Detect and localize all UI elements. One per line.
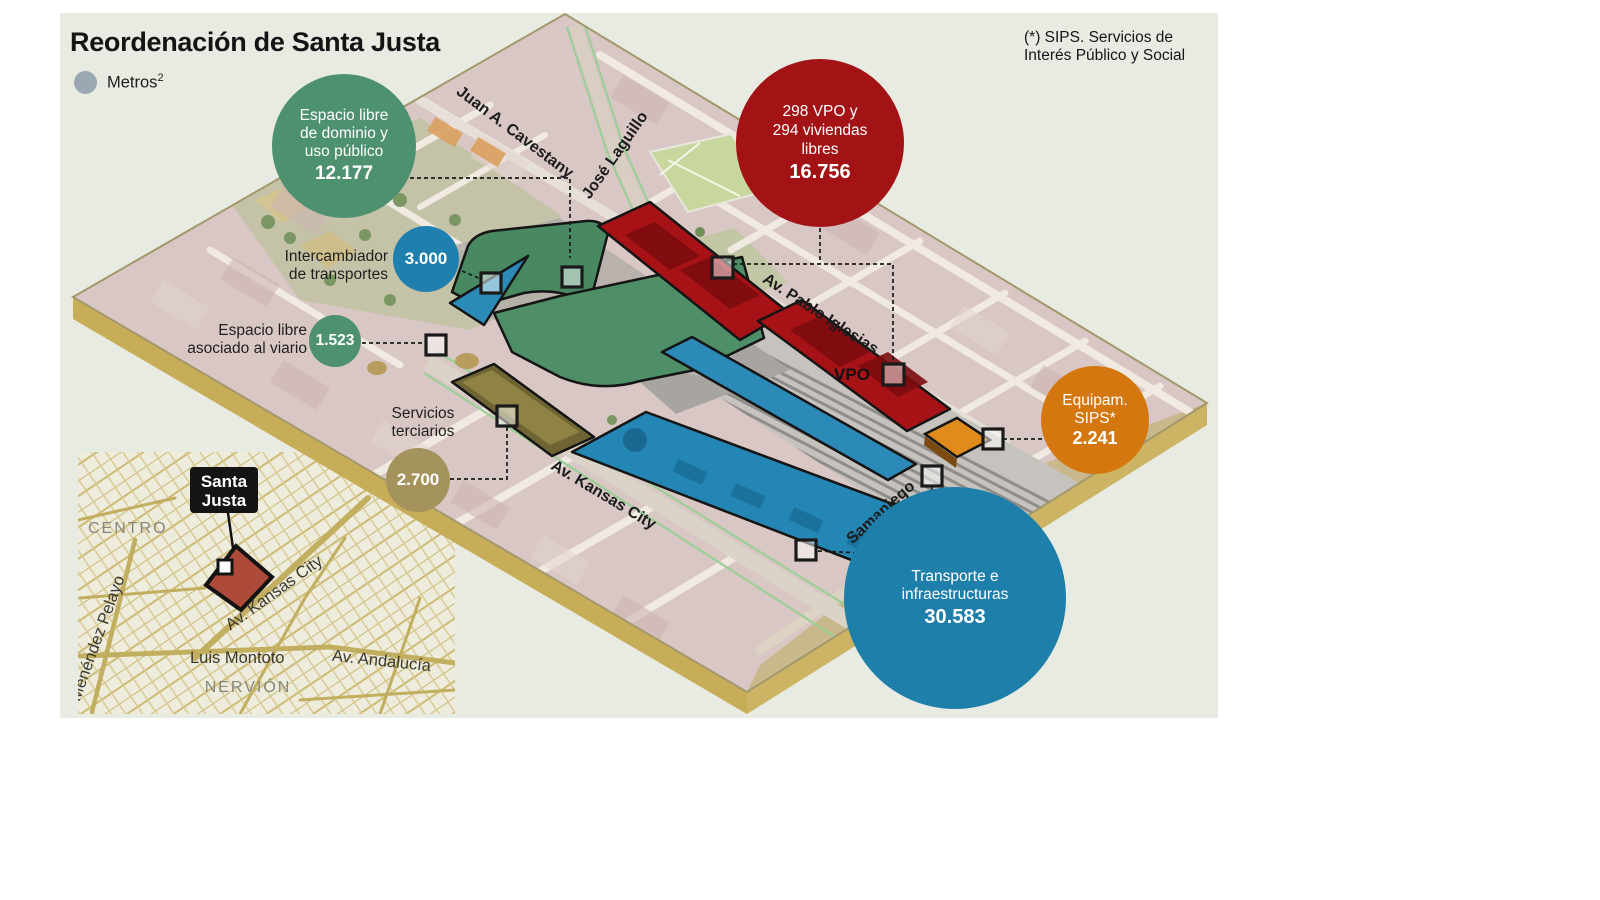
label-intercambiador: Intercambiador de transportes <box>284 248 388 283</box>
label-servicios-terciarios: Servicios terciarios <box>391 405 455 440</box>
badge-line1: Santa <box>201 472 248 491</box>
legend-label: Metros2 <box>107 72 164 92</box>
santa-justa-badge <box>190 467 258 513</box>
value-espacio-publico: 12.177 <box>314 163 374 184</box>
road-cavestany <box>415 95 653 243</box>
value-transporte: 30.583 <box>924 605 986 628</box>
square-markers <box>424 255 1005 562</box>
zone-rail-strip <box>660 335 918 482</box>
footnote-sips: (*) SIPS. Servicios de Interés Público y… <box>1024 29 1186 64</box>
value-terciarios: 2.700 <box>396 470 440 489</box>
badge-line2: Justa <box>202 491 247 510</box>
value-viario: 1.523 <box>315 332 355 349</box>
bubble-transporte: Transporte e infraestructuras 30.583 <box>844 487 1066 709</box>
map-plane-outline <box>71 12 1209 694</box>
label-espacio-viario: Espacio libre asociado al viario <box>187 322 307 357</box>
legend: Metros2 <box>74 71 164 94</box>
legend-circle-icon <box>74 71 97 94</box>
inset-district-centro: CENTRO <box>88 520 168 537</box>
bubble-espacio-libre-publico: Espacio libre de dominio y uso público 1… <box>272 74 416 218</box>
bubble-equipam-sips: Equipam. SIPS* 2.241 <box>1041 366 1149 474</box>
zone-label-vpo: VPO <box>834 365 870 384</box>
bubble-vpo-viviendas: 298 VPO y 294 viviendas libres 16.756 <box>736 59 904 227</box>
value-vpo: 16.756 <box>789 161 851 183</box>
bubble-intercambiador: 3.000 <box>393 226 459 292</box>
inset-street-luis-montoto: Luis Montoto <box>190 649 284 667</box>
value-intercambiador: 3.000 <box>404 249 448 268</box>
page-title: Reordenación de Santa Justa <box>70 27 441 57</box>
bubble-servicios-terciarios: 2.700 <box>386 448 450 512</box>
zone-details <box>462 222 993 557</box>
city-blocks <box>150 74 1090 646</box>
value-sips: 2.241 <box>1072 427 1118 448</box>
inset-district-nervion: NERVIÓN <box>205 677 292 696</box>
site-square-marker <box>216 558 234 576</box>
bubble-espacio-viario: 1.523 <box>309 315 361 367</box>
